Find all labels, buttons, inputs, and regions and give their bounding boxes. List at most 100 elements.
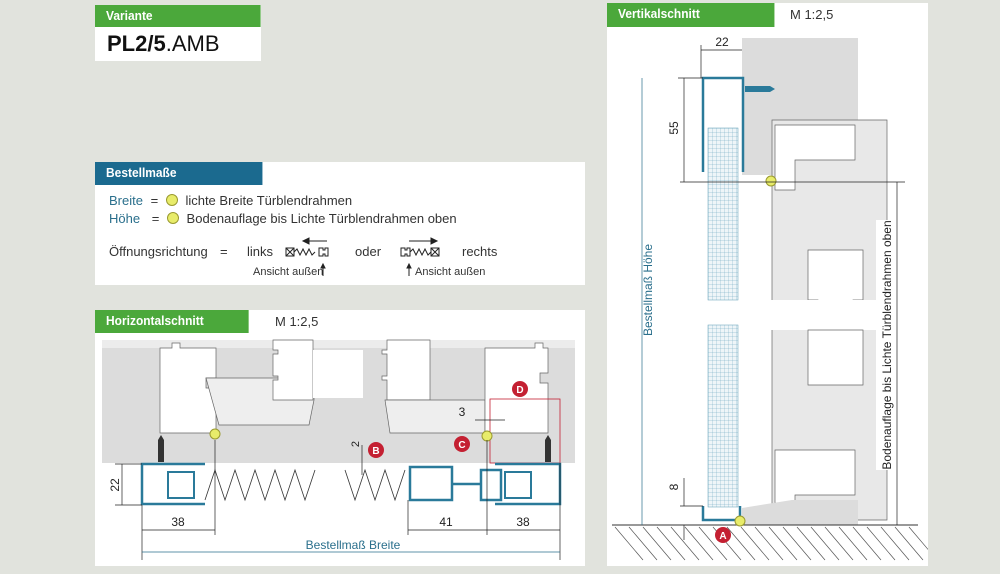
- glass-gap: [770, 300, 890, 330]
- handle-profile: [408, 465, 503, 502]
- upper-profile: [807, 249, 864, 309]
- variant-code-suffix: .AMB: [165, 31, 220, 56]
- hatch-line: [782, 526, 812, 561]
- hatch-line: [866, 526, 896, 561]
- dim-2: 2: [350, 441, 362, 447]
- horizontalschnitt-panel: Horizontalschnitt M 1:2,5: [95, 310, 585, 566]
- total-width-label: Bestellmaß Breite: [306, 538, 401, 552]
- wall-top: [102, 340, 575, 348]
- breite-label: Breite: [109, 193, 143, 208]
- pleated-screen-right: [344, 468, 406, 502]
- variant-code-bold: PL2/5: [107, 31, 166, 56]
- vertikalschnitt-panel: Vertikalschnitt M 1:2,5: [607, 3, 928, 566]
- direction-symbols: [285, 237, 440, 276]
- upper-sash: [774, 124, 856, 191]
- vertikalschnitt-header: Vertikalschnitt: [607, 3, 775, 27]
- oeffnung-label: Öffnungsrichtung: [109, 244, 208, 259]
- hatch-line: [628, 526, 658, 561]
- hatch-line: [908, 526, 928, 550]
- yellow-dot-icon: [165, 194, 178, 206]
- center-right-profile: [381, 339, 431, 401]
- rechts-label: rechts: [462, 244, 498, 259]
- hatch-line: [768, 526, 798, 561]
- right-screen-profile: [495, 462, 562, 506]
- hoehe-label: Höhe: [109, 211, 141, 226]
- breite-row: Breite = lichte Breite Türblendrahmen: [109, 193, 352, 208]
- marker-d-label: D: [516, 385, 523, 396]
- hatch-line: [670, 526, 700, 561]
- marker-c: C: [454, 436, 470, 452]
- horizontalschnitt-header: Horizontalschnitt: [95, 310, 249, 333]
- equals: =: [150, 193, 159, 208]
- hoehe-text: Bodenauflage bis Lichte Türblendrahmen o…: [186, 211, 457, 226]
- horizontal-scale: M 1:2,5: [275, 314, 319, 329]
- bottom-sill: [742, 500, 858, 525]
- left-direction-symbol: [285, 237, 329, 276]
- hatch-line: [698, 526, 728, 561]
- yellow-dot-icon: [765, 175, 777, 187]
- hatch-line: [852, 526, 882, 561]
- equals: =: [151, 211, 160, 226]
- links-label: links: [247, 244, 274, 259]
- top-screen-profile: [701, 76, 745, 172]
- hatch-line: [810, 526, 840, 561]
- hatch-line: [740, 526, 770, 561]
- screw-top-icon: [745, 86, 775, 92]
- lower-profile: [807, 329, 864, 386]
- bottom-screen-profile: [701, 506, 742, 522]
- total-height-label: Bestellmaß Höhe: [641, 244, 655, 336]
- bestellmasse-header: Bestellmaße: [95, 162, 263, 185]
- ansicht-links: Ansicht außen: [253, 266, 324, 278]
- hatch-line: [726, 526, 756, 561]
- hatch-line: [754, 526, 784, 561]
- left-screen-profile: [140, 462, 205, 506]
- bestellmasse-panel: Bestellmaße Breite = lichte Breite Türbl…: [95, 162, 585, 285]
- oder-label: oder: [355, 244, 382, 259]
- hatch-line: [642, 526, 672, 561]
- vertical-section-drawing: 22 55 8 Bestellmaß Höhe Bodenauflage bis…: [612, 35, 928, 561]
- hatch-line: [880, 526, 910, 561]
- marker-c-label: C: [458, 440, 465, 451]
- center-left-profile: [272, 339, 314, 401]
- floor-hatch: [614, 526, 928, 561]
- marker-a-label: A: [719, 531, 726, 542]
- right-direction-symbol: [400, 237, 440, 276]
- yellow-dot-icon: [734, 515, 746, 527]
- right-sash-profile: [384, 399, 486, 434]
- variante-panel: Variante PL2/5.AMB: [95, 5, 261, 61]
- dim-8: 8: [667, 483, 681, 490]
- ansicht-rechts: Ansicht außen: [415, 266, 486, 278]
- yellow-dot-icon: [166, 212, 179, 224]
- variant-code: PL2/5.AMB: [107, 31, 220, 57]
- hoehe-row: Höhe = Bodenauflage bis Lichte Türblendr…: [109, 211, 457, 226]
- screw-right-icon: [545, 435, 551, 462]
- dim-38-left: 38: [171, 515, 185, 529]
- dim-22: 22: [715, 35, 729, 49]
- marker-a: A: [715, 527, 731, 543]
- hatch-line: [894, 526, 924, 561]
- dim-55: 55: [667, 121, 681, 135]
- left-frame-profile: [159, 342, 217, 434]
- yellow-dot-icon: [209, 428, 221, 440]
- dim-22: 22: [108, 478, 122, 492]
- marker-b-label: B: [372, 446, 379, 457]
- horizontal-section-drawing: 22 38 41 38 3 2 Bestellmaß Breite B C D: [102, 339, 575, 560]
- glass-gap: [313, 350, 363, 398]
- screw-left-icon: [158, 435, 164, 462]
- hatch-line: [684, 526, 714, 561]
- vertical-scale: M 1:2,5: [790, 7, 834, 22]
- hatch-line: [656, 526, 686, 561]
- dim-41: 41: [439, 515, 453, 529]
- dim-38-right: 38: [516, 515, 530, 529]
- pleated-screen-left: [204, 468, 316, 502]
- right-height-label: Bodenauflage bis Lichte Türblendrahmen o…: [880, 220, 894, 469]
- marker-b: B: [368, 442, 384, 458]
- dim-3: 3: [459, 405, 466, 419]
- breite-text: lichte Breite Türblendrahmen: [185, 193, 353, 208]
- hatch-line: [824, 526, 854, 561]
- lower-sash: [774, 449, 856, 504]
- equals: =: [220, 244, 228, 259]
- hatch-line: [838, 526, 868, 561]
- hatch-line: [614, 526, 644, 561]
- hatch-line: [796, 526, 826, 561]
